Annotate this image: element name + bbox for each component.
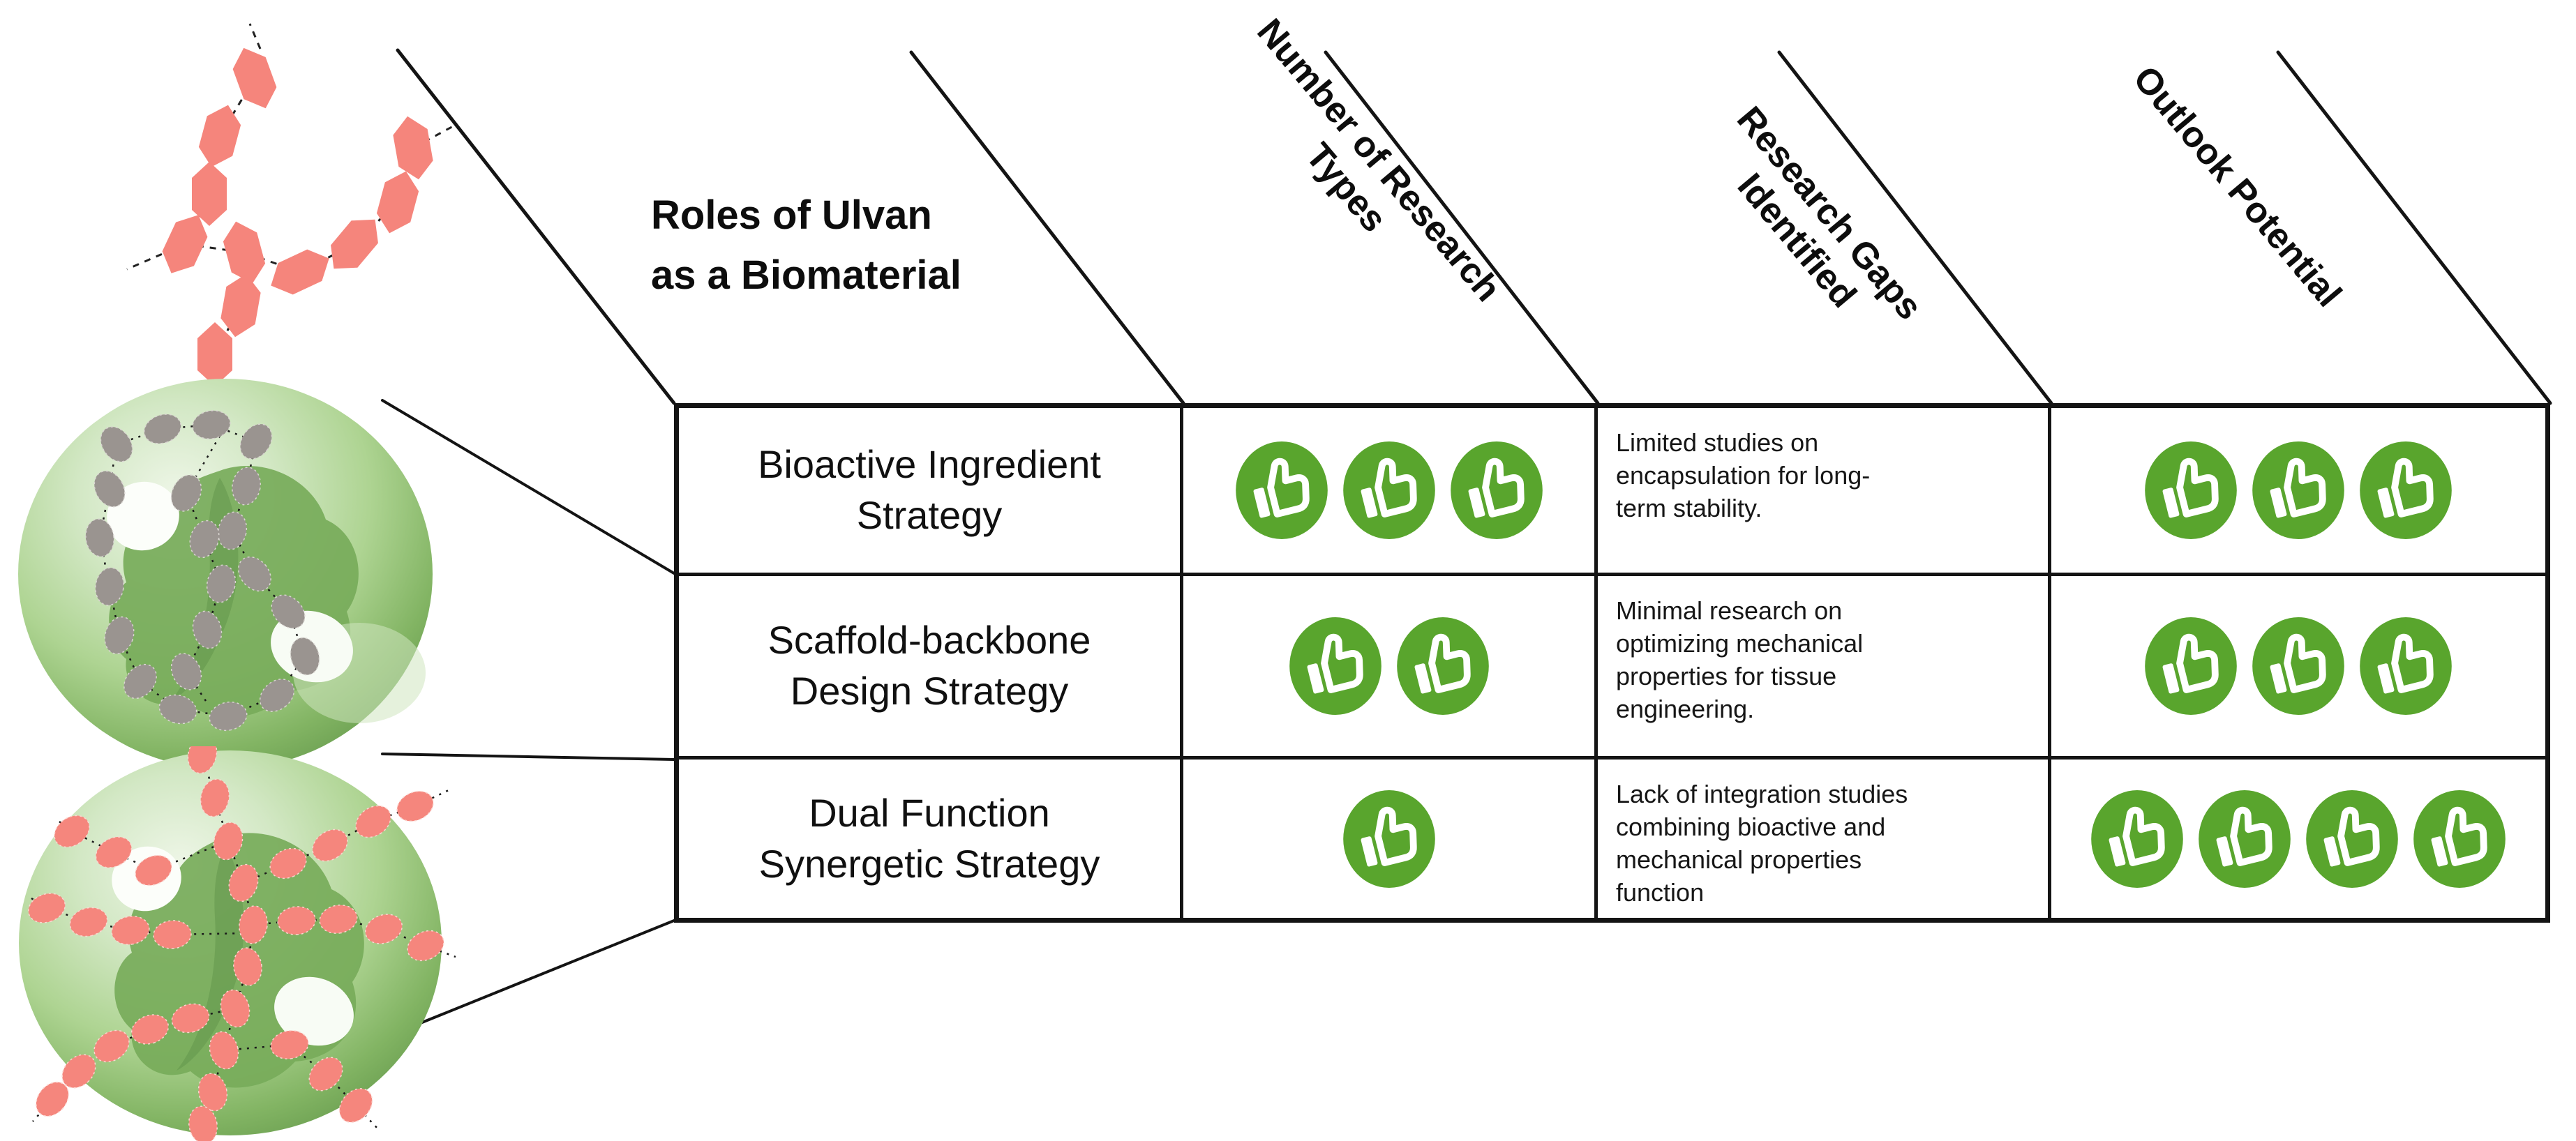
thumbs-up-icon (2249, 614, 2347, 718)
gap-text-line: properties for tissue (1616, 662, 1837, 690)
hydrogel-sphere-pink-beads-illustration (19, 746, 456, 1141)
thumbs-up-icon (1340, 787, 1438, 891)
thumbs-up-icon (2303, 787, 2401, 891)
gap-text-line: engineering. (1616, 695, 1755, 723)
strategy-label: Design Strategy (790, 669, 1069, 713)
thumbs-up-icon (1340, 438, 1438, 543)
strategy-cell-row3: Dual Function Synergetic Strategy (679, 760, 1183, 918)
research-gap-cell-row3: Lack of integration studies combining bi… (1598, 760, 2051, 918)
table-title-line2: as a Biomaterial (651, 252, 961, 298)
outlook-cell-row1 (2051, 408, 2545, 576)
strategy-label: Strategy (856, 493, 1003, 537)
strategy-cell-row1: Bioactive Ingredient Strategy (679, 408, 1183, 576)
thumbs-up-icon (1233, 438, 1331, 543)
strategy-label: Synergetic Strategy (758, 841, 1100, 886)
gap-text-line: mechanical properties (1616, 845, 1862, 874)
comparison-table: Bioactive Ingredient Strategy (674, 403, 2550, 923)
research-types-cell-row3 (1183, 760, 1598, 918)
gap-text-line: optimizing mechanical (1616, 629, 1864, 658)
research-types-cell-row2 (1183, 576, 1598, 760)
thumbs-up-icon (2357, 614, 2455, 718)
outlook-cell-row2 (2051, 576, 2545, 760)
strategy-label: Dual Function (809, 790, 1050, 835)
gap-text-line: encapsulation for long- (1616, 461, 1871, 490)
thumbs-up-icon (2142, 438, 2240, 543)
thumbs-up-icon (2196, 787, 2293, 891)
table-title-line1: Roles of Ulvan (651, 192, 932, 238)
thumbs-up-icon (2411, 787, 2508, 891)
hydrogel-sphere-gray-beads-illustration (18, 379, 433, 769)
gap-text-line: combining bioactive and (1616, 813, 1886, 841)
gap-text-line: Minimal research on (1616, 596, 1843, 625)
table-title: Roles of Ulvan as a Biomaterial (651, 186, 961, 305)
gap-text-line: term stability. (1616, 494, 1762, 522)
strategy-label: Bioactive Ingredient (758, 442, 1101, 487)
ulvan-molecule-illustration (126, 23, 458, 400)
outlook-cell-row3 (2051, 760, 2545, 918)
thumbs-up-icon (1394, 614, 1492, 718)
thumbs-up-icon (1448, 438, 1545, 543)
gap-text-line: function (1616, 878, 1705, 907)
thumbs-up-icon (2142, 614, 2240, 718)
thumbs-up-icon (2249, 438, 2347, 543)
thumbs-up-icon (2357, 438, 2455, 543)
research-gap-cell-row1: Limited studies on encapsulation for lon… (1598, 408, 2051, 576)
thumbs-up-icon (2088, 787, 2186, 891)
research-types-cell-row1 (1183, 408, 1598, 576)
gap-text-line: Limited studies on (1616, 428, 1819, 457)
gap-text-line: Lack of integration studies (1616, 780, 1908, 808)
strategy-cell-row2: Scaffold-backbone Design Strategy (679, 576, 1183, 760)
thumbs-up-icon (1287, 614, 1384, 718)
research-gap-cell-row2: Minimal research on optimizing mechanica… (1598, 576, 2051, 760)
strategy-label: Scaffold-backbone (767, 618, 1091, 663)
